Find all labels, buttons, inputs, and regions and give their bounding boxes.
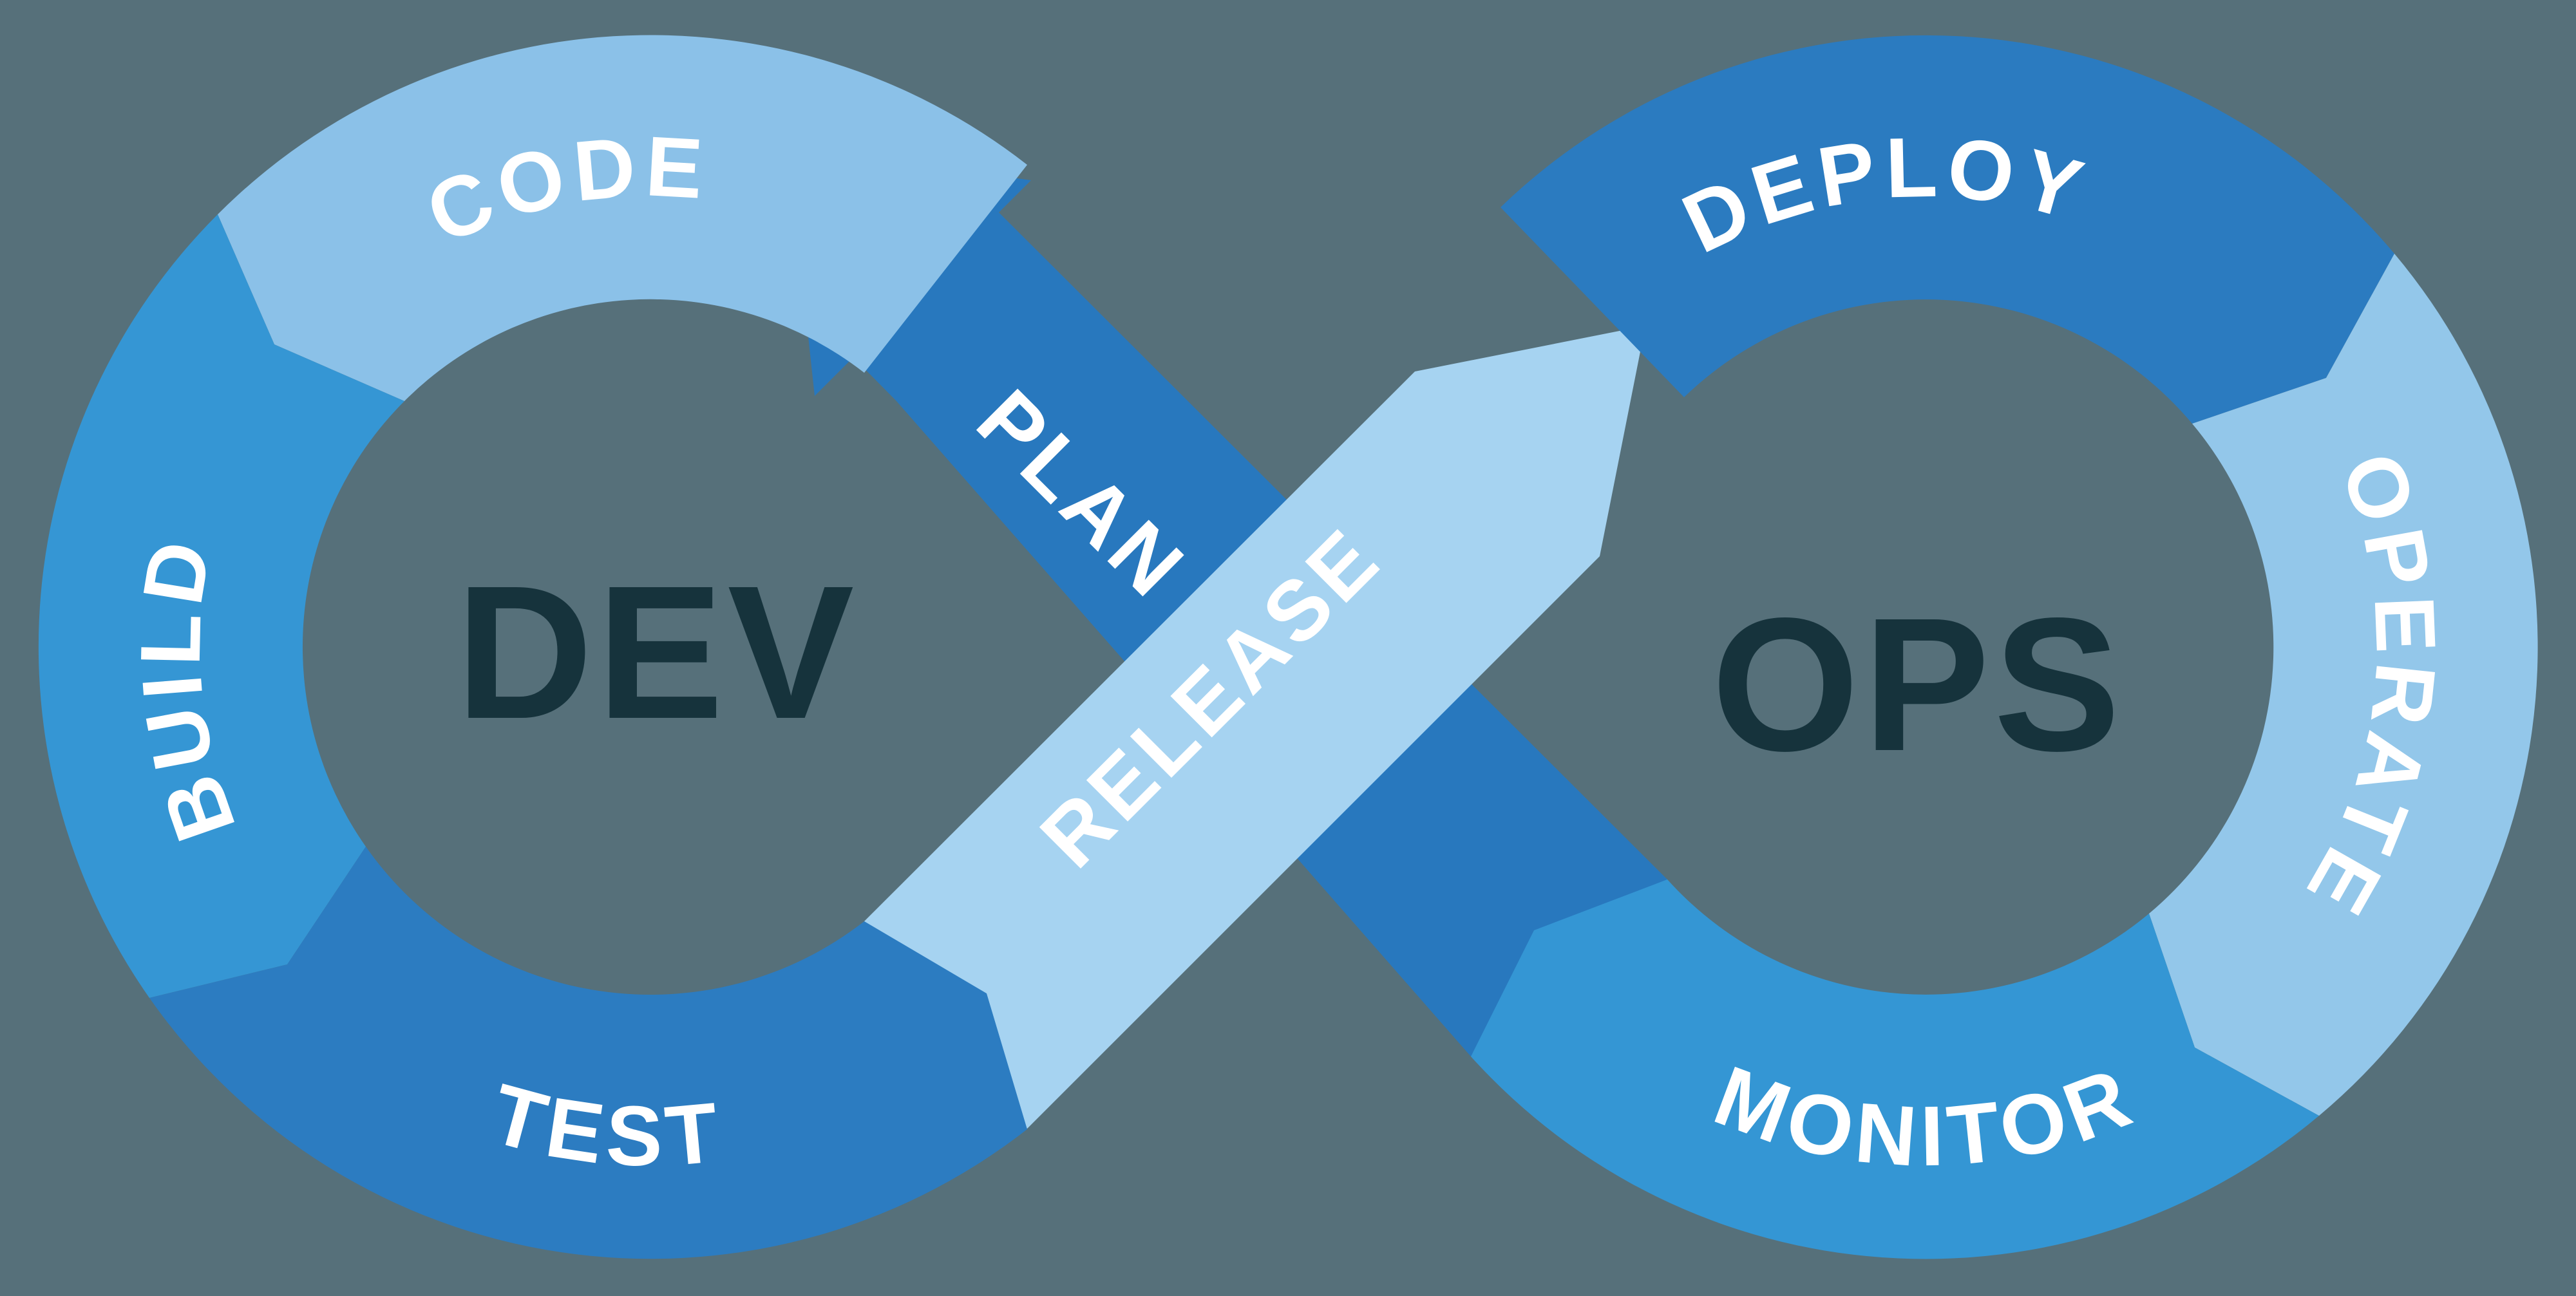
segment-build-arc — [38, 214, 405, 998]
segment-code-arc — [218, 35, 1027, 401]
segment-operate-arc — [2149, 254, 2538, 1116]
segment-release-band — [864, 326, 1645, 1129]
segment-test-arc — [149, 847, 1027, 1259]
segment-monitor-arc — [1471, 879, 2319, 1259]
dev-title: DEV — [456, 546, 858, 758]
ops-title: OPS — [1712, 578, 2125, 791]
segment-deploy-arc — [1501, 35, 2394, 424]
